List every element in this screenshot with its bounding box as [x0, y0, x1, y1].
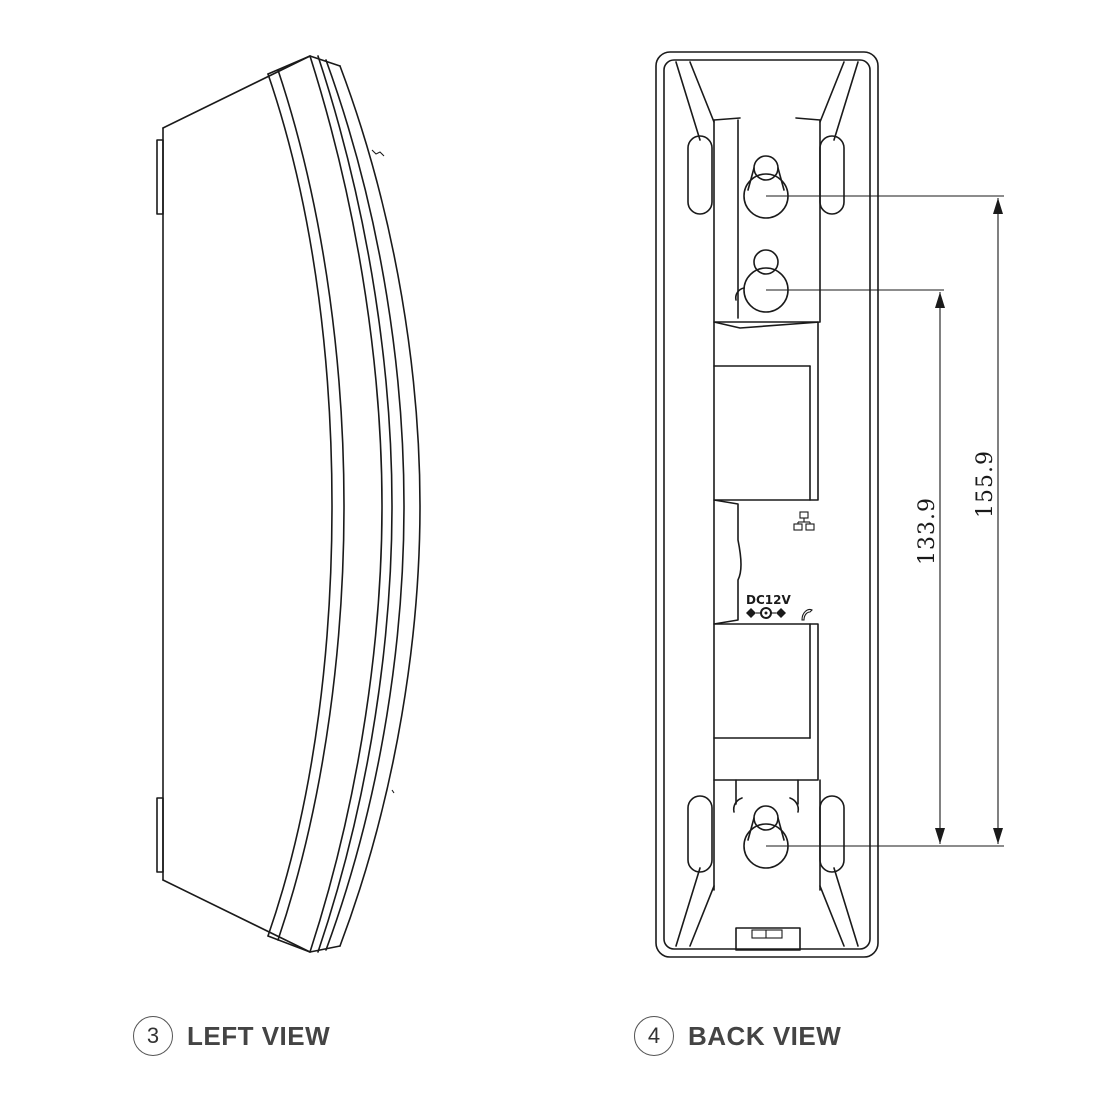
- left-bottom-tab: [156, 797, 164, 873]
- top-right-slot: [819, 135, 845, 215]
- bottom-right-slot: [819, 795, 845, 873]
- power-polarity-icon: [746, 607, 786, 619]
- view-title: BACK VIEW: [688, 1020, 842, 1051]
- left-view-caption: 3 LEFT VIEW: [133, 1016, 330, 1056]
- keyhole-middle: [734, 249, 789, 313]
- bottom-left-slot: [687, 795, 713, 873]
- view-title: LEFT VIEW: [187, 1020, 331, 1051]
- dimension-133: 133.9: [915, 497, 940, 565]
- power-label: DC12V: [746, 593, 791, 607]
- back-outer-frame: [655, 51, 879, 958]
- left-view-drawing: [156, 55, 421, 953]
- left-top-tab: [156, 139, 164, 215]
- view-number-badge: 3: [133, 1016, 173, 1056]
- phone-port-icon: [801, 608, 813, 621]
- network-port-icon: [793, 511, 815, 531]
- keyhole-upper: [743, 155, 789, 219]
- dimension-155: 155.9: [973, 450, 998, 518]
- dimension-lines: 133.9 155.9: [766, 195, 1004, 847]
- back-view-caption: 4 BACK VIEW: [634, 1016, 841, 1056]
- keyhole-lower: [732, 797, 800, 869]
- top-left-slot: [687, 135, 713, 215]
- view-number-badge: 4: [634, 1016, 674, 1056]
- back-view-drawing: DC12V: [655, 51, 879, 958]
- bottom-clip: [735, 927, 801, 951]
